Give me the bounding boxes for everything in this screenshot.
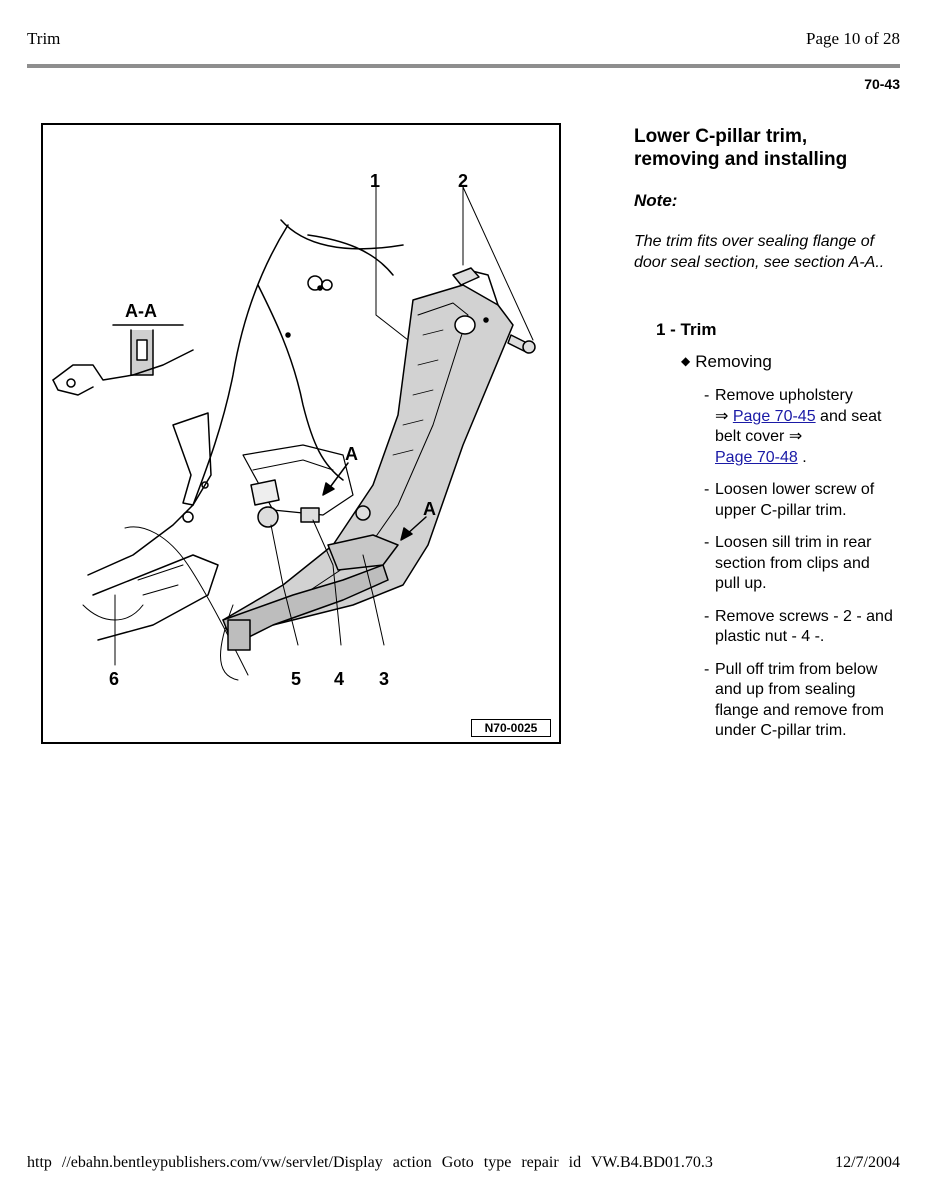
- footer-url: http //ebahn.bentleypublishers.com/vw/se…: [27, 1154, 713, 1171]
- removal-steps-list: - Remove upholstery ⇒ Page 70-45 and sea…: [704, 386, 894, 754]
- step-text: and seat belt cover: [715, 407, 882, 446]
- callout-6: 6: [109, 669, 119, 689]
- header-page-counter: Page 10 of 28: [806, 29, 900, 48]
- diagram-drawing: 1 2 3 4 5 6 A A A-A: [52, 171, 536, 689]
- step-text: .: [802, 448, 807, 466]
- section-arrow-label-a-2: A: [423, 499, 436, 519]
- header-section-title: Trim: [27, 29, 61, 48]
- c-pillar-trim-diagram: 1 2 3 4 5 6 A A A-A N70-0025: [41, 123, 561, 744]
- figure-code-box: N70-0025: [471, 719, 551, 737]
- callout-4: 4: [334, 669, 344, 689]
- repair-page-code: 70-43: [864, 76, 900, 92]
- callout-3: 3: [379, 669, 389, 689]
- step-item: - Loosen lower screw of upper C-pillar t…: [704, 481, 875, 519]
- arrow-icon: ⇒: [715, 407, 729, 425]
- step-item: - Loosen sill trim in rear section from …: [704, 534, 872, 592]
- link-page-70-48[interactable]: Page 70-48: [715, 448, 798, 466]
- step-item: - Remove screws - 2 - and plastic nut - …: [704, 607, 893, 646]
- footer-date: 12/7/2004: [835, 1154, 900, 1171]
- callout-2: 2: [458, 171, 468, 191]
- step-text: Remove upholstery: [715, 387, 853, 404]
- header-divider: [27, 64, 900, 68]
- section-view-label: A-A: [125, 301, 157, 321]
- arrow-icon: ⇒: [788, 428, 803, 445]
- step-text: Loosen lower screw of upper C-pillar tri…: [715, 481, 875, 519]
- note-label: Note:: [634, 191, 678, 210]
- step-item: - Remove upholstery ⇒ Page 70-45 and sea…: [704, 387, 882, 466]
- note-text: The trim fits over sealing flange of doo…: [634, 233, 885, 271]
- bullet-label: Removing: [695, 352, 772, 371]
- callout-5: 5: [291, 669, 301, 689]
- step-text: Pull off trim from below and up from sea…: [715, 660, 884, 740]
- section-arrow-label-a: A: [345, 444, 358, 464]
- callout-1: 1: [370, 171, 380, 191]
- bullet-removing: ◆ Removing: [681, 352, 772, 372]
- step-text: Loosen sill trim in rear section from cl…: [715, 534, 872, 592]
- procedure-title: Lower C-pillar trim, removing and instal…: [634, 126, 848, 170]
- link-page-70-45[interactable]: Page 70-45: [732, 407, 816, 425]
- item-heading: 1 - Trim: [656, 320, 717, 339]
- step-text: Remove screws - 2 - and plastic nut - 4 …: [715, 607, 893, 646]
- step-item: - Pull off trim from below and up from s…: [704, 660, 884, 740]
- diamond-bullet-icon: ◆: [681, 354, 691, 368]
